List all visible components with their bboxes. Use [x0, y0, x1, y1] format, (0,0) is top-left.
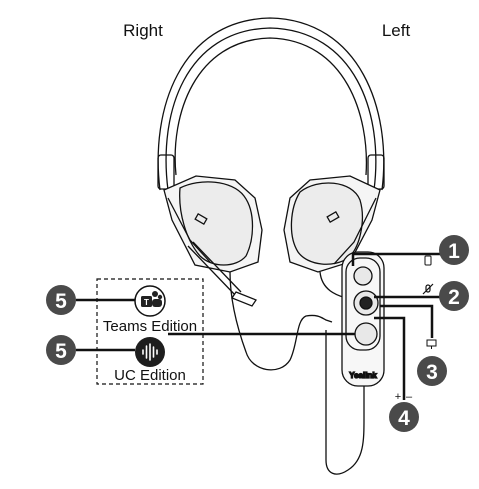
svg-text:2: 2 [448, 286, 460, 309]
svg-text:5: 5 [55, 290, 67, 313]
computer-icon [426, 339, 437, 349]
callout-3: 3 [417, 356, 447, 386]
soundwave-icon [142, 343, 158, 361]
answer-button [353, 266, 373, 286]
callout-5-teams: 5 [46, 285, 76, 315]
teams-badge: T [134, 285, 166, 317]
editions-box [96, 278, 204, 385]
mute-glyph-icon [359, 296, 373, 310]
right-earcup [163, 175, 263, 273]
inline-controller: Yealink [341, 251, 385, 387]
teams-edition-label: Teams Edition [103, 318, 197, 335]
callout-5-uc: 5 [46, 335, 76, 365]
phone-icon [424, 255, 432, 266]
svg-text:3: 3 [426, 361, 438, 384]
svg-text:1: 1 [448, 240, 460, 263]
teams-button [354, 322, 378, 346]
volume-down-symbol: – [406, 391, 413, 403]
uc-badge [135, 337, 165, 367]
volume-up-symbol: + [395, 391, 401, 403]
svg-text:T: T [144, 298, 149, 307]
callout-1: 1 [439, 235, 469, 265]
uc-edition-label: UC Edition [114, 367, 186, 384]
left-side-label: Left [382, 21, 411, 40]
callout-4: 4 [389, 402, 419, 432]
callout-2: 2 [439, 281, 469, 311]
brand-label: Yealink [349, 371, 377, 380]
svg-text:5: 5 [55, 340, 67, 363]
svg-text:4: 4 [398, 407, 410, 430]
teams-logo-icon: T [141, 291, 163, 307]
mic-mute-icon [422, 283, 434, 295]
right-side-label: Right [123, 21, 163, 40]
headband [157, 17, 385, 191]
microphone-boom [187, 241, 257, 307]
left-earcup [283, 175, 381, 273]
